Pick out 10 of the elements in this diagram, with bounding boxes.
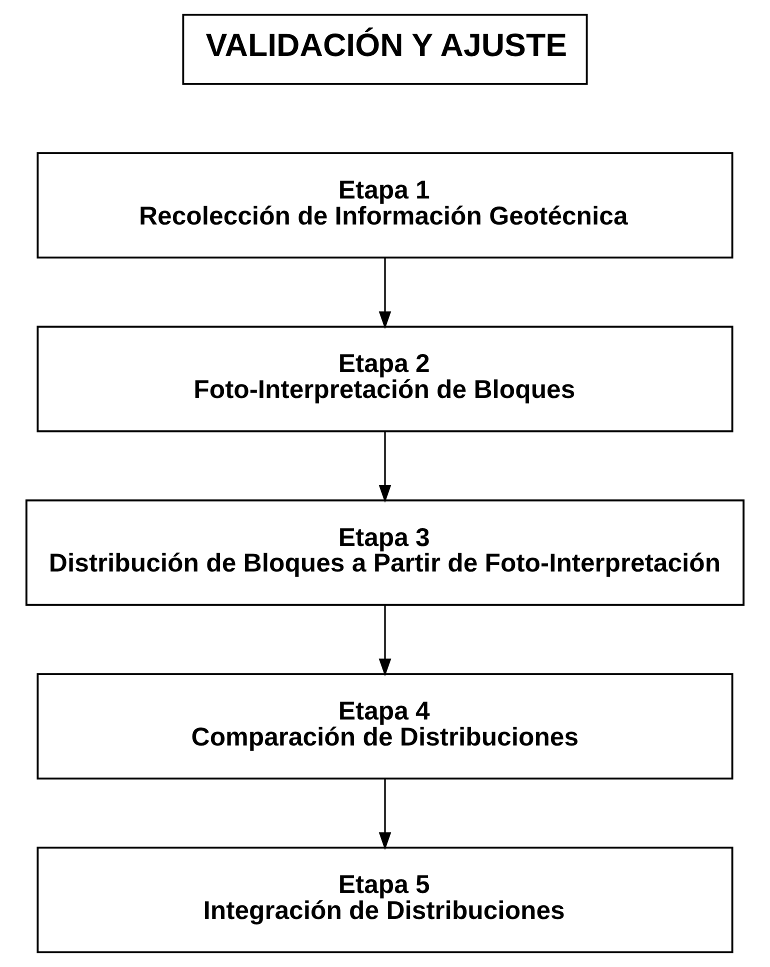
node-box: Etapa 5 Integración de Distribuciones bbox=[36, 846, 734, 954]
node-box: Etapa 4 Comparación de Distribuciones bbox=[36, 673, 734, 780]
arrow bbox=[378, 604, 392, 676]
node-box: Etapa 2 Foto-Interpretación de Bloques bbox=[36, 326, 734, 432]
node-box: Etapa 3 Distribución de Bloques a Partir de Foto-Interpretación bbox=[25, 499, 745, 606]
arrow bbox=[378, 778, 392, 850]
arrow bbox=[378, 431, 392, 503]
node-box: VALIDACIÓN Y AJUSTE bbox=[182, 14, 588, 85]
arrow bbox=[378, 258, 392, 330]
node-box: Etapa 1 Recolección de Información Geotécnica bbox=[36, 152, 734, 259]
